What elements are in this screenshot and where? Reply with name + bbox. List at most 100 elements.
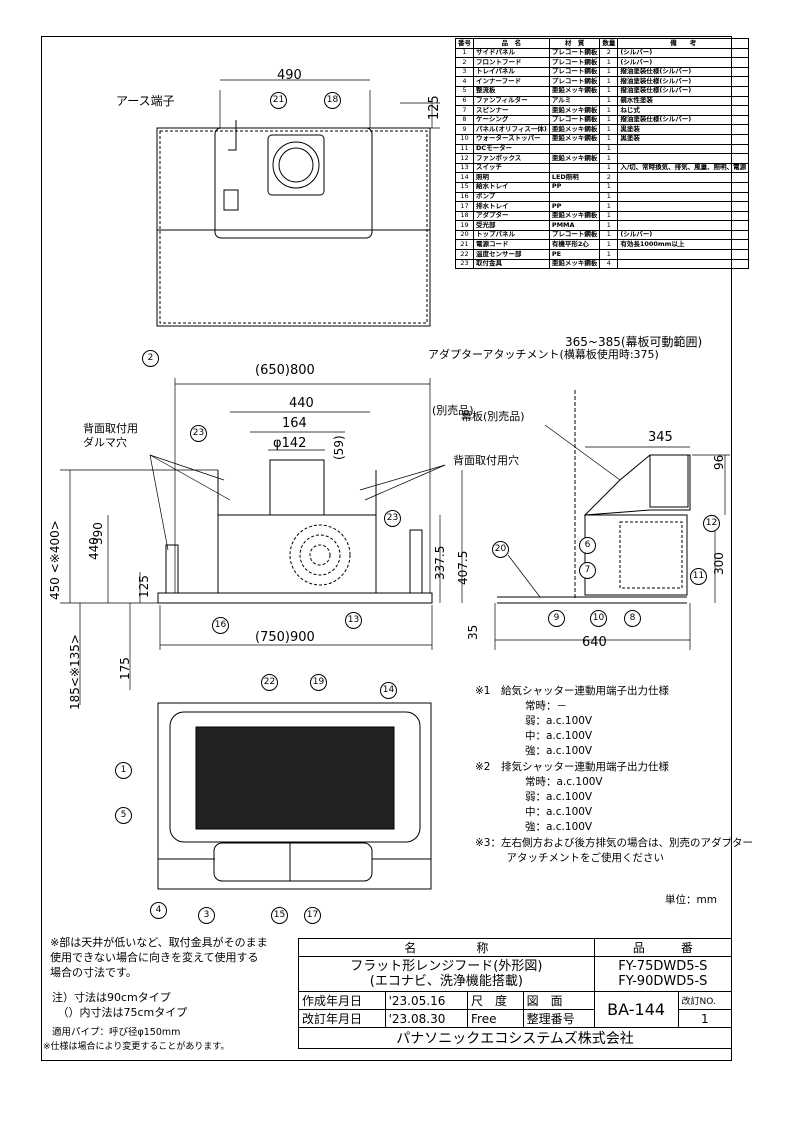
spec-change-note: ※仕様は場合により変更することがあります。 <box>43 1042 230 1052</box>
drawing-number: BA-144 <box>593 991 679 1028</box>
parts-cell: 1 <box>599 124 619 135</box>
parts-cell: パネル(オリフィス一体) <box>473 124 550 135</box>
parts-cell: プレコート鋼板 <box>548 229 601 241</box>
parts-cell: 3 <box>455 66 474 78</box>
parts-cell: 亜鉛メッキ鋼板 <box>548 105 601 116</box>
front-bottom-dim: (750)900 <box>255 630 315 645</box>
parts-cell <box>617 220 750 231</box>
front-59-dim: (59) <box>332 435 346 460</box>
parts-cell: 給水トレイ <box>473 181 550 193</box>
note-2-title: ※2 排気シャッター連動用端子出力仕様 <box>475 761 669 773</box>
parts-cell: 1 <box>599 105 619 116</box>
parts-cell: 23 <box>455 258 474 270</box>
parts-cell: 亜鉛メッキ鋼板 <box>548 258 601 270</box>
parts-cell: PP <box>548 181 601 193</box>
callout-bubble: 1 <box>115 762 132 779</box>
parts-cell: (シルバー) <box>617 229 750 241</box>
parts-cell <box>548 143 601 155</box>
range-label: 365~385(幕板可動範囲) <box>565 335 703 349</box>
callout-bubble: 3 <box>198 907 215 924</box>
parts-cell: 電源コード <box>473 239 550 251</box>
front-125-dim: 125 <box>137 575 151 598</box>
model-numbers: FY-75DWD5-S FY-90DWD5-S <box>593 956 733 992</box>
curtain-label: 幕板(別売品) <box>461 410 525 423</box>
parts-cell <box>617 201 750 212</box>
parts-cell: 1 <box>599 76 619 87</box>
side-640-dim: 640 <box>582 635 607 650</box>
parts-cell: プレコート鋼板 <box>548 57 601 68</box>
parts-cell: ファンボックス <box>473 153 550 164</box>
parts-cell: PE <box>548 249 601 260</box>
callout-bubble: 20 <box>492 541 509 558</box>
parts-cell: 1 <box>599 114 619 126</box>
revision-label: 改訂NO. <box>677 991 733 1010</box>
parts-cell: 8 <box>455 114 474 126</box>
earth-terminal-label: アース端子 <box>116 94 175 108</box>
adapter-label: アダプターアタッチメント(横幕板使用時:375) <box>428 348 659 361</box>
callout-bubble: 19 <box>310 674 327 691</box>
parts-cell: 18 <box>455 210 474 222</box>
parts-cell: 2 <box>455 57 474 68</box>
note-2-lines: 常時：a.c.100V 弱：a.c.100V 中：a.c.100V 強：a.c.… <box>525 776 603 833</box>
parts-cell: 1 <box>599 66 619 78</box>
front-390-dim: 390 <box>91 522 105 545</box>
parts-cell: 有効長1000mm以上 <box>617 239 750 251</box>
parts-cell: 入/切、常時換気、排気、風量、照明、電源 <box>617 162 750 174</box>
note-3: ※3：左右側方および後方排気の場合は、別売のアダプター アタッチメントをご使用く… <box>475 837 753 864</box>
front-185-dim: 185<※135> <box>68 634 82 710</box>
parts-cell: 14 <box>455 172 474 183</box>
parts-cell <box>617 181 750 193</box>
parts-cell: 12 <box>455 153 474 164</box>
front-35-dim: 35 <box>466 624 480 640</box>
parts-cell: 16 <box>455 191 474 203</box>
front-164-dim: 164 <box>282 416 307 431</box>
parts-cell: 17 <box>455 201 474 212</box>
left-note: ※部は天井が低いなど、取付金具がそのまま 使用できない場合に向きを変えて使用する… <box>50 936 268 979</box>
parts-cell: アダプター <box>473 210 550 222</box>
parts-cell: 撥油塗装仕様(シルバー) <box>617 66 750 78</box>
adapter-sub-label: (別売品) <box>432 404 474 417</box>
revised-date: '23.08.30 <box>384 1009 469 1028</box>
parts-cell: 1 <box>599 57 619 68</box>
front-407-dim: 407.5 <box>456 550 470 585</box>
parts-cell: 1 <box>455 47 474 59</box>
side-96-dim: 96 <box>712 454 726 470</box>
callout-bubble: 2 <box>142 350 159 367</box>
parts-cell: プレコート鋼板 <box>548 47 601 59</box>
parts-cell: PMMA <box>548 220 601 231</box>
parts-cell: 撥油塗装仕様(シルバー) <box>617 85 750 97</box>
parts-cell: 21 <box>455 239 474 251</box>
daruma-hole-label: 背面取付用 ダルマ穴 <box>83 422 138 449</box>
callout-bubble: 6 <box>579 537 596 554</box>
parts-cell: 11 <box>455 143 474 155</box>
parts-cell: トップパネル <box>473 229 550 241</box>
side-345-dim: 345 <box>648 430 673 445</box>
parts-cell: ファンフィルター <box>473 95 550 107</box>
title-block: 名 称 品 番 フラット形レンジフード(外形図) (エコナビ、洗浄機能搭載) F… <box>298 938 733 1049</box>
front-outer-dim: (650)800 <box>255 363 315 378</box>
callout-bubble: 14 <box>380 682 397 699</box>
parts-cell: DCモーター <box>473 143 550 155</box>
parts-cell: LED照明 <box>548 172 601 183</box>
parts-cell: 1 <box>599 143 619 155</box>
revision-number: 1 <box>677 1009 733 1028</box>
parts-cell: プレコート鋼板 <box>548 114 601 126</box>
parts-cell: 9 <box>455 124 474 135</box>
parts-cell: 撥油塗装仕様(シルバー) <box>617 114 750 126</box>
callout-bubble: 17 <box>304 907 321 924</box>
parts-cell: 撥油塗装仕様(シルバー) <box>617 76 750 87</box>
parts-cell: 1 <box>599 162 619 174</box>
parts-cell <box>617 172 750 183</box>
callout-bubble: 13 <box>345 612 362 629</box>
